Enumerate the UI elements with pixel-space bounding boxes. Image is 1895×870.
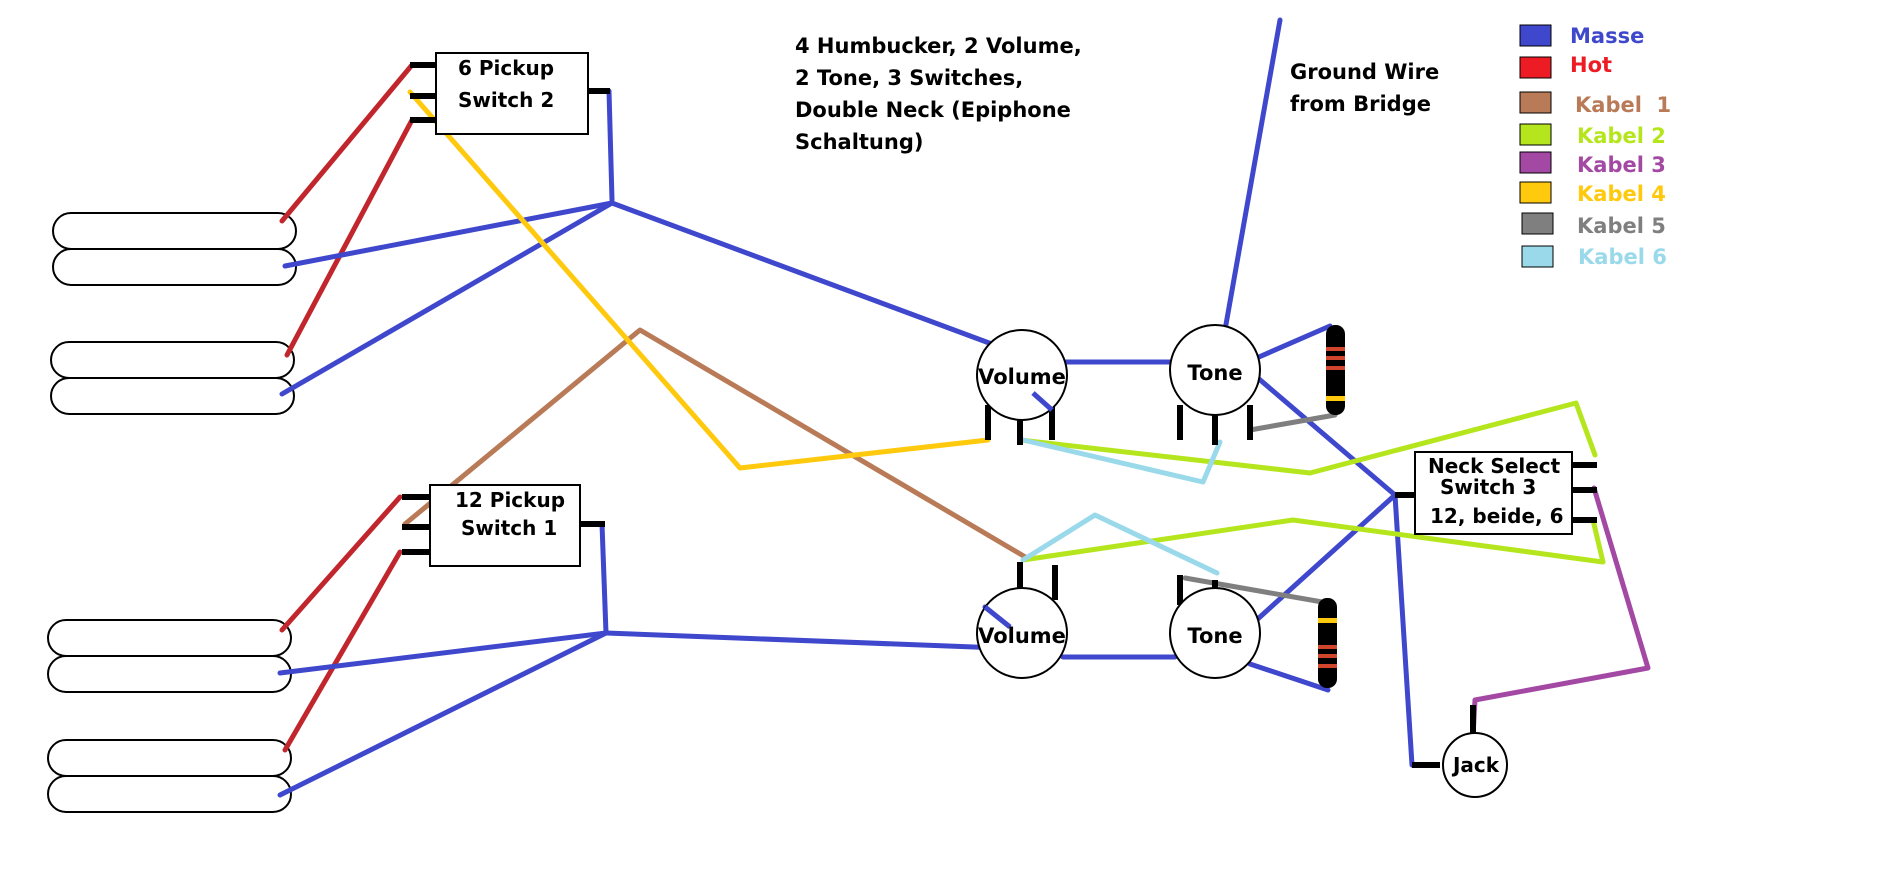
legend-item-hot: Hot xyxy=(1519,53,1612,79)
legend-label: Kabel 4 xyxy=(1577,182,1666,206)
pickup-12-neck xyxy=(47,739,292,813)
switch-2-label-line1: 6 Pickup xyxy=(458,56,554,80)
wire-masse-tone2-switch3 xyxy=(1247,492,1398,629)
switch-3-label-line3: 12, beide, 6 xyxy=(1430,504,1564,528)
legend-item-kabel-2: Kabel 2 xyxy=(1519,123,1666,148)
switch-1: 12 Pickup Switch 1 xyxy=(402,484,605,567)
legend-item-kabel-6: Kabel 6 xyxy=(1521,245,1667,269)
wire-masse-switch3-jack xyxy=(1392,492,1415,768)
volume-pot-top: Volume xyxy=(976,329,1068,445)
switch-1-label-line1: 12 Pickup xyxy=(455,488,565,512)
legend-item-kabel-4: Kabel 4 xyxy=(1519,181,1666,206)
ground-wire-line-1: Ground Wire xyxy=(1290,60,1439,84)
title-line-1: 4 Humbucker, 2 Volume, xyxy=(795,34,1082,58)
wire-hot-2 xyxy=(284,117,415,358)
wire-kabel-6a xyxy=(1020,437,1223,485)
title-line-4: Schaltung) xyxy=(795,130,923,154)
wire-masse-switch1 xyxy=(584,521,609,636)
wire-masse-vol2 xyxy=(603,630,1003,651)
pickup-12-bridge xyxy=(47,619,292,693)
legend-label: Kabel 1 xyxy=(1575,93,1671,117)
legend-label: Kabel 3 xyxy=(1577,153,1666,177)
wire-kabel-6b xyxy=(1020,512,1220,576)
wire-kabel-4 xyxy=(407,89,991,471)
jack-label: Jack xyxy=(1451,753,1500,777)
wire-masse-tone1-cap xyxy=(1249,323,1333,363)
wire-masse-bridge xyxy=(1222,17,1283,333)
tone-pot-top-label: Tone xyxy=(1187,361,1242,385)
pickup-6-neck xyxy=(50,341,295,415)
wire-masse-pu1 xyxy=(282,200,615,269)
title-line-2: 2 Tone, 3 Switches, xyxy=(795,66,1023,90)
wire-kabel-5a xyxy=(1247,412,1338,433)
switch-2-label-line2: Switch 2 xyxy=(458,88,554,112)
wire-kabel-2b xyxy=(1020,517,1606,565)
wire-hot-3 xyxy=(279,494,403,633)
output-jack: Jack xyxy=(1412,705,1508,798)
legend-label: Kabel 2 xyxy=(1577,124,1666,148)
legend-item-kabel-3: Kabel 3 xyxy=(1519,151,1666,177)
wire-masse-pu3 xyxy=(277,630,609,676)
title-line-3: Double Neck (Epiphone xyxy=(795,98,1071,122)
volume-pot-top-label: Volume xyxy=(978,365,1066,389)
switch-3-neck-select: Neck Select Switch 3 12, beide, 6 xyxy=(1395,451,1597,535)
legend-label: Kabel 5 xyxy=(1577,214,1666,238)
wire-masse-pu2 xyxy=(279,200,615,397)
diagram-title: 4 Humbucker, 2 Volume, 2 Tone, 3 Switche… xyxy=(795,34,1082,154)
tone-pot-bottom-label: Tone xyxy=(1187,624,1242,648)
ground-wire-note: Ground Wire from Bridge xyxy=(1290,60,1439,116)
tone-pot-bottom: Tone xyxy=(1169,575,1261,679)
wire-masse-switch2 xyxy=(592,88,615,203)
pickup-6-bridge xyxy=(52,212,297,286)
switch-3-label-line2: Switch 3 xyxy=(1440,475,1536,499)
wire-masse-tone1-switch3 xyxy=(1249,370,1398,498)
legend-label: Masse xyxy=(1570,24,1644,48)
legend-item-kabel-5: Kabel 5 xyxy=(1521,212,1666,238)
legend-item-masse: Masse xyxy=(1519,24,1644,48)
wire-kabel-1 xyxy=(402,327,1030,561)
capacitor-bottom xyxy=(1318,598,1337,688)
wire-masse-tone2-cap xyxy=(1247,661,1331,693)
wire-kabel-2a xyxy=(1017,400,1598,476)
legend-label: Kabel 6 xyxy=(1578,245,1667,269)
wire-hot-4 xyxy=(282,549,403,753)
legend-label: Hot xyxy=(1570,53,1612,77)
legend: Masse Hot Kabel 1 Kabel 2 Kabel 3 Kabel … xyxy=(1519,24,1671,269)
wire-kabel-5b xyxy=(1182,575,1331,606)
volume-pot-bottom-label: Volume xyxy=(978,624,1066,648)
wire-masse-pu4 xyxy=(277,630,609,798)
wire-masse-vol1 xyxy=(609,200,1011,353)
switch-2: 6 Pickup Switch 2 xyxy=(410,52,610,135)
switch-1-label-line2: Switch 1 xyxy=(461,516,557,540)
wire-hot-1 xyxy=(279,62,415,224)
ground-wire-line-2: from Bridge xyxy=(1290,92,1431,116)
tone-pot-top: Tone xyxy=(1169,324,1261,445)
volume-pot-bottom: Volume xyxy=(976,562,1068,679)
capacitor-top xyxy=(1326,325,1345,415)
legend-item-kabel-1: Kabel 1 xyxy=(1519,91,1671,117)
switch-3-label-line1: Neck Select xyxy=(1428,454,1561,478)
